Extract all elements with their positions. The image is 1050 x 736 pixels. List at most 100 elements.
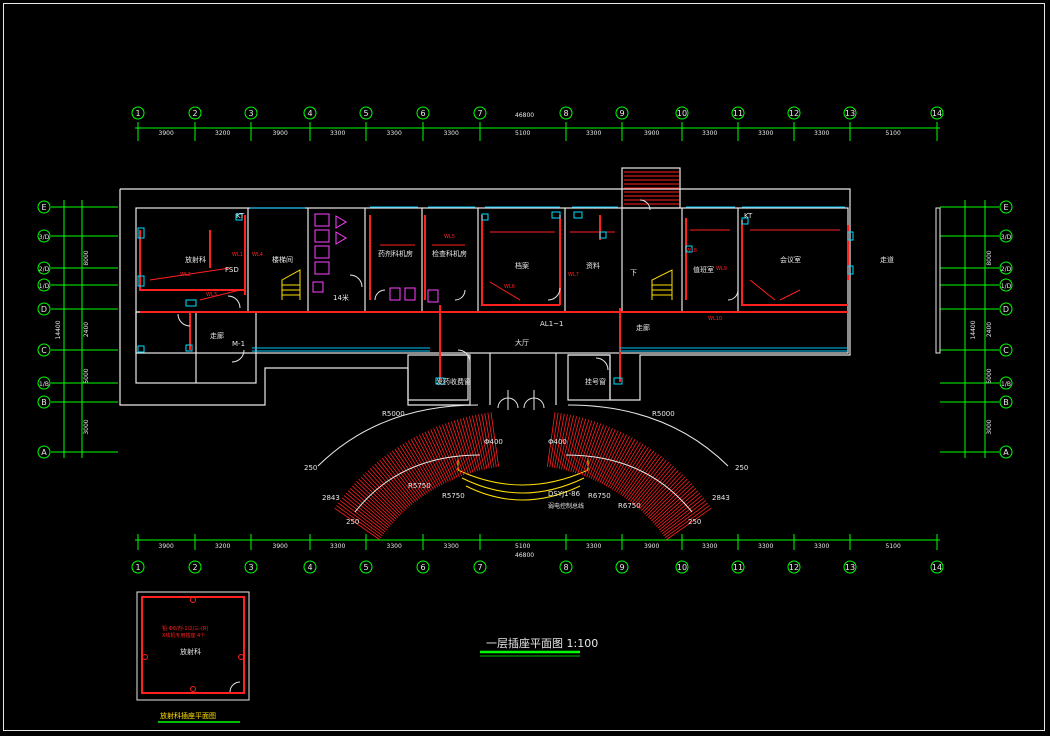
col-spacing-0-10: 3300	[758, 130, 773, 137]
circuit-8: WL9	[716, 266, 727, 272]
ramp-left-hatch-20	[376, 461, 413, 505]
ramp-right-hatch-39	[631, 459, 667, 504]
ramp-right-hatch-46	[644, 474, 684, 515]
ramp-right-hatch-35	[624, 452, 657, 498]
ramp-left-hatch-41	[433, 427, 456, 479]
row-label-1-5: C	[1003, 346, 1009, 355]
ramp-left-hatch-14	[362, 474, 402, 515]
ramp-right-hatch-43	[639, 467, 677, 510]
inset-plan: 铅-Φ8/剂-1/2/三-(R) X线机专用插座 4个 放射科 放射科插座平面图	[136, 591, 250, 723]
ramp-right-hatch-32	[618, 447, 649, 494]
room-r6: 资料	[586, 261, 600, 270]
ramp-right-hatch-20	[592, 429, 616, 480]
ramp-left-hatch-27	[394, 448, 426, 495]
col-label-1-2: 3	[248, 563, 253, 572]
ramp-right-hatch-47	[646, 476, 686, 517]
tag-stair-down: 下	[630, 269, 637, 277]
outlets	[137, 211, 854, 385]
col-bubble-1-8	[615, 560, 629, 574]
col-spacing-1-12: 5100	[886, 543, 901, 550]
col-label-0-6: 7	[477, 109, 482, 118]
ramp-left-hatch-16	[367, 470, 406, 512]
col-label-1-12: 13	[845, 563, 855, 572]
ramp-left-hatch-50	[459, 418, 476, 472]
row-bubble-1-3	[999, 278, 1013, 292]
row-dim-0-0: 8000	[83, 250, 90, 265]
col-label-0-3: 4	[307, 109, 312, 118]
ramp-left-hatch-24	[386, 454, 420, 500]
col-label-1-11: 12	[789, 563, 799, 572]
row-dim-0-3: 3000	[83, 419, 90, 434]
col-label-0-2: 3	[248, 109, 253, 118]
row-dim-1-1: 2400	[986, 322, 993, 337]
inset-caption: 放射科插座平面图	[160, 711, 216, 720]
ramp-left-hatch-17	[369, 467, 407, 510]
ramp-right-hatch-51	[652, 485, 695, 524]
ramp-left-hatch-39	[427, 430, 451, 481]
col-label-1-13: 14	[932, 563, 942, 572]
ramp-left-hatch-4	[341, 497, 386, 533]
ramp-right-hatch-2	[551, 413, 562, 468]
tag-r-a: R5750	[408, 482, 431, 490]
row-label-0-8: A	[41, 448, 47, 457]
circuit-1: WL2	[180, 272, 191, 278]
col-label-0-11: 12	[789, 109, 799, 118]
col-bubble-1-3	[303, 560, 317, 574]
tag-d400b: Φ400	[548, 438, 567, 446]
room-stair: 楼梯间	[272, 255, 293, 264]
ramp-right-hatch-5	[558, 414, 571, 469]
tags: FSD M-1 AL1~1 KT KT Φ400 Φ400 R5000 R500…	[225, 212, 753, 526]
ramp-right-hatch-58	[663, 502, 708, 537]
row-label-0-0: E	[41, 203, 46, 212]
col-spacing-1-1: 3200	[215, 543, 230, 550]
ramp-left-hatch-25	[389, 452, 422, 498]
ramp-left-hatch-53	[468, 416, 483, 470]
room-r9: 走道	[880, 255, 894, 264]
col-label-1-8: 9	[619, 563, 624, 572]
ramp-right-hatch-33	[620, 448, 652, 495]
tag-ramp: DSYJ1-86	[548, 490, 581, 498]
ramp-right-hatch-10	[570, 418, 587, 472]
ramp-right-hatch-45	[642, 472, 681, 513]
ramp-left-hatch-47	[450, 421, 469, 474]
col-bubble-0-6	[473, 106, 487, 120]
col-bubble-0-7	[559, 106, 573, 120]
ramp-right-hatch-18	[588, 426, 610, 479]
ramp-right-hatch-23	[599, 433, 625, 483]
ramp-right-hatch-25	[603, 435, 630, 486]
ramp-left-hatch-37	[421, 433, 447, 483]
ramp-left-hatch-10	[354, 483, 395, 522]
ramp-left-hatch-54	[472, 415, 485, 470]
row-bubble-0-4	[37, 302, 51, 316]
row-label-0-6: 1/B	[39, 381, 49, 388]
ramp-left-hatch-60	[490, 412, 500, 467]
col-spacing-0-8: 3900	[644, 130, 659, 137]
inset-note2: X线机专用插座 4个	[162, 632, 205, 639]
ramp-right-hatch-22	[597, 431, 622, 482]
row-bubble-1-6	[999, 376, 1013, 390]
col-label-0-12: 13	[845, 109, 855, 118]
row-bubble-1-0	[999, 200, 1013, 214]
ramp-left-hatch-56	[478, 414, 490, 469]
row-bubble-0-0	[37, 200, 51, 214]
ramp-right-hatch-11	[572, 419, 590, 473]
col-spacing-0-1: 3200	[215, 130, 230, 137]
row-label-1-2: 2/D	[1001, 266, 1012, 273]
row-bubble-0-2	[37, 261, 51, 275]
col-label-0-9: 10	[677, 109, 687, 118]
col-bubble-0-2	[244, 106, 258, 120]
ramp-right-hatch-9	[568, 417, 584, 472]
row-bubble-0-7	[37, 395, 51, 409]
tag-dim-c: 250	[304, 464, 317, 472]
col-bubble-0-5	[416, 106, 430, 120]
ramp-left-hatch-21	[379, 459, 415, 504]
col-spacing-0-2: 3900	[273, 130, 288, 137]
ramp-left-hatch-26	[391, 450, 424, 497]
row-dim-total-1: 14400	[970, 320, 977, 339]
row-bubble-1-5	[999, 343, 1013, 357]
ramp-right-hatch-12	[574, 420, 593, 474]
circuit-2: WL3	[206, 292, 217, 298]
col-spacing-0-12: 5100	[886, 130, 901, 137]
ramp-left-hatch-55	[475, 414, 488, 469]
